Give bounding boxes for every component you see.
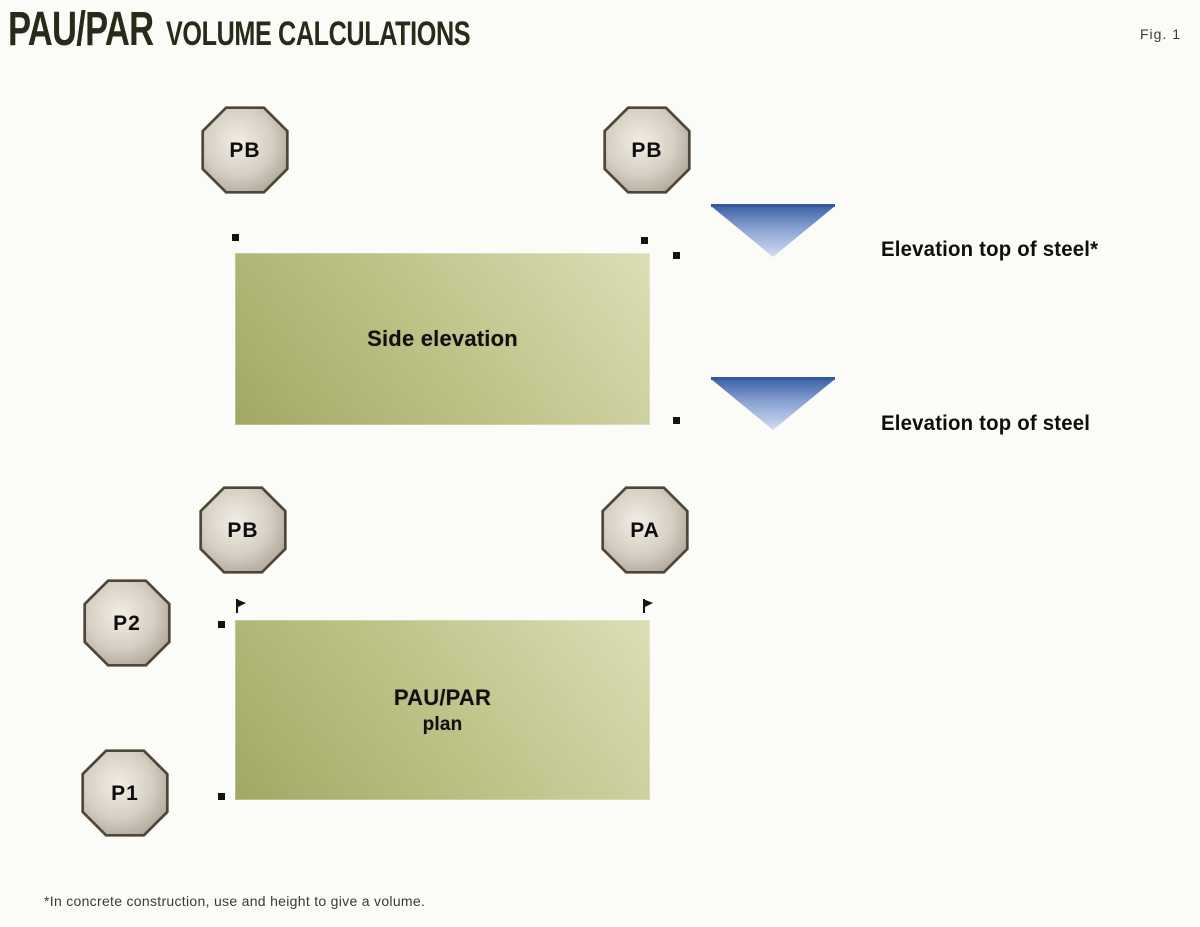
corner-marker-icon [218, 621, 225, 628]
octagon-icon [199, 486, 287, 574]
node-pb-top-left: PB [200, 104, 290, 196]
node-label: P1 [111, 782, 139, 805]
octagon-icon [81, 749, 169, 837]
page-title: PAU/PAR [8, 3, 154, 56]
elevation-top-of-steel-upper-label: Elevation top of steel* [881, 238, 1099, 261]
flag-marker-icon [643, 599, 653, 613]
figure-number-label: Fig. 1 [1140, 26, 1182, 42]
node-label: PB [631, 139, 663, 162]
node-label: PB [227, 519, 259, 542]
corner-marker-icon [673, 252, 680, 259]
octagon-icon [83, 579, 171, 667]
plan-box: PAU/PAR plan [235, 620, 650, 800]
node-p1: P1 [80, 747, 170, 839]
node-label: PB [229, 139, 261, 162]
page-subtitle: VOLUME CALCULATIONS [166, 15, 471, 53]
node-pb-top-right: PB [602, 104, 692, 196]
octagon-icon [603, 106, 691, 194]
elevation-top-of-steel-lower-label: Elevation top of steel [881, 412, 1091, 435]
plan-label-line2: plan [422, 714, 463, 736]
octagon-icon [201, 106, 289, 194]
plan-label-line1: PAU/PAR [393, 684, 492, 710]
node-pb-mid-left: PB [198, 484, 288, 576]
node-p2: P2 [82, 577, 172, 669]
node-pa-mid-right: PA [600, 484, 690, 576]
corner-marker-icon [218, 793, 225, 800]
elevation-arrow-icon [711, 377, 835, 430]
corner-marker-icon [232, 234, 239, 241]
octagon-icon [601, 486, 689, 574]
side-elevation-box: Side elevation [235, 253, 650, 425]
node-label: P2 [113, 612, 141, 635]
footnote-text: *In concrete construction, use and heigh… [44, 893, 426, 909]
corner-marker-icon [673, 417, 680, 424]
corner-marker-icon [641, 237, 648, 244]
side-elevation-label: Side elevation [367, 326, 518, 352]
node-label: PA [630, 519, 660, 542]
flag-marker-icon [236, 599, 246, 613]
elevation-arrow-icon [711, 204, 835, 257]
